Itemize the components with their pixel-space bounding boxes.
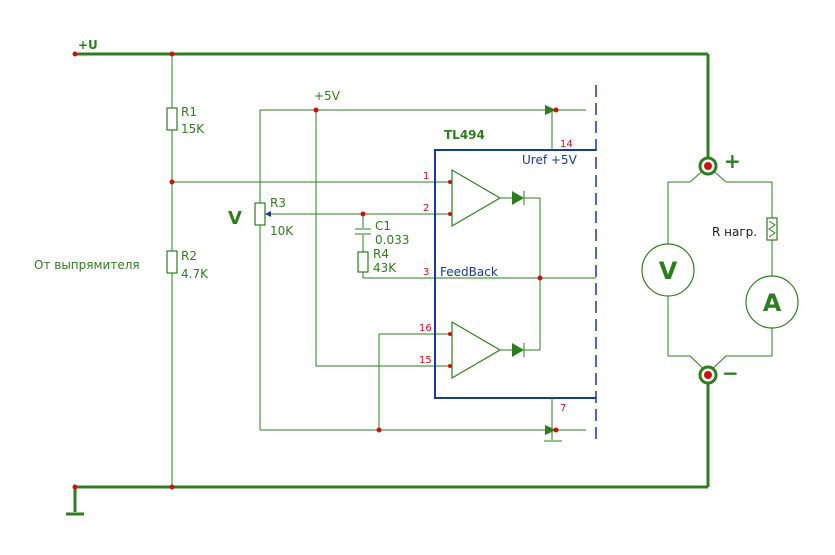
- pin-1: 1: [423, 171, 429, 182]
- divider: [166, 54, 450, 487]
- resistor-r4: [357, 251, 369, 273]
- voltmeter-symbol: V: [659, 257, 678, 285]
- r3-name: R3: [270, 196, 286, 210]
- ic-name: TL494: [444, 128, 485, 142]
- r4-value: 43K: [373, 261, 397, 275]
- r1-value: 15K: [181, 122, 205, 136]
- wiper-arrow-icon: [265, 211, 271, 217]
- ammeter-symbol: A: [763, 289, 782, 317]
- tl494-ic: [434, 85, 597, 442]
- source-label: От выпрямителя: [34, 258, 140, 272]
- power-rails: [66, 52, 710, 516]
- pin-7: 7: [560, 403, 566, 414]
- output-measurement: [641, 156, 799, 385]
- ic-outline: [434, 149, 596, 399]
- uref-label: Uref +5V: [522, 153, 578, 167]
- pin-16: 16: [419, 323, 432, 334]
- pin-15: 15: [419, 355, 432, 366]
- resistor-r2: [166, 250, 178, 274]
- ref-arrow-icon: [545, 105, 556, 115]
- resistor-r1: [166, 107, 178, 131]
- ammeter: [745, 275, 799, 329]
- c1-name: C1: [375, 219, 391, 233]
- supply-label: +U: [78, 38, 98, 52]
- gnd-arrow-icon: [545, 425, 556, 435]
- diode-2-icon: [512, 343, 524, 357]
- feedback-label: FeedBack: [440, 265, 498, 279]
- error-amplifier-2: [451, 320, 502, 380]
- error-amplifier-1: [451, 168, 502, 228]
- pin-3: 3: [423, 267, 429, 278]
- r4-name: R4: [373, 247, 389, 261]
- plus-sign: +: [724, 149, 741, 173]
- c1-value: 0.033: [375, 233, 409, 247]
- r2-value: 4.7K: [181, 267, 209, 281]
- voltmeter: [641, 243, 695, 297]
- diode-1-icon: [512, 191, 524, 205]
- v-adjust-label: V: [228, 208, 242, 229]
- r1-name: R1: [181, 105, 197, 119]
- junctions: [72, 51, 559, 490]
- pin-14: 14: [560, 139, 573, 150]
- load-resistor: [766, 217, 778, 241]
- pin-2: 2: [423, 203, 429, 214]
- ref-rail-label: +5V: [314, 89, 341, 103]
- potentiometer-r3: [254, 202, 266, 226]
- r3-value: 10K: [270, 224, 294, 238]
- load-label: R нагр.: [712, 225, 757, 239]
- r2-name: R2: [181, 249, 197, 263]
- minus-sign: −: [722, 361, 739, 385]
- reference-network: [254, 109, 596, 431]
